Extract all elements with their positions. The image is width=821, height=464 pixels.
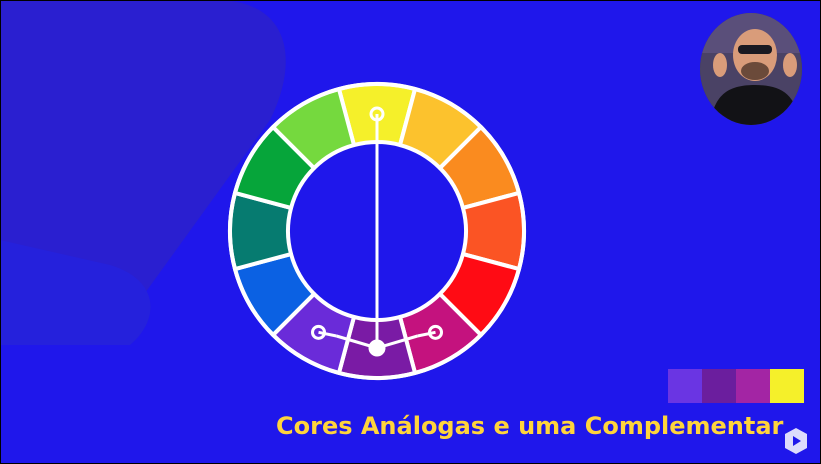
swatch-yellow	[770, 369, 804, 403]
marker-violet[interactable]	[311, 324, 326, 340]
platform-logo-icon	[785, 428, 807, 454]
swatch-magenta	[736, 369, 770, 403]
color-swatch-strip	[668, 369, 804, 403]
marker-purple-base[interactable]	[368, 339, 386, 357]
slide-caption: Cores Análogas e uma Complementar	[276, 412, 784, 440]
harmony-selector	[311, 106, 443, 357]
background-shape-overlap	[0, 240, 151, 345]
wheel-outer-outline	[228, 82, 526, 380]
presenter-webcam	[700, 13, 802, 125]
presenter-video-icon	[700, 13, 802, 125]
swatch-purple	[702, 369, 736, 403]
marker-yellow[interactable]	[369, 106, 385, 122]
selector-line-right-b	[417, 330, 436, 338]
selector-line-left-b	[318, 330, 337, 338]
marker-magenta[interactable]	[428, 324, 443, 340]
swatch-violet	[668, 369, 702, 403]
